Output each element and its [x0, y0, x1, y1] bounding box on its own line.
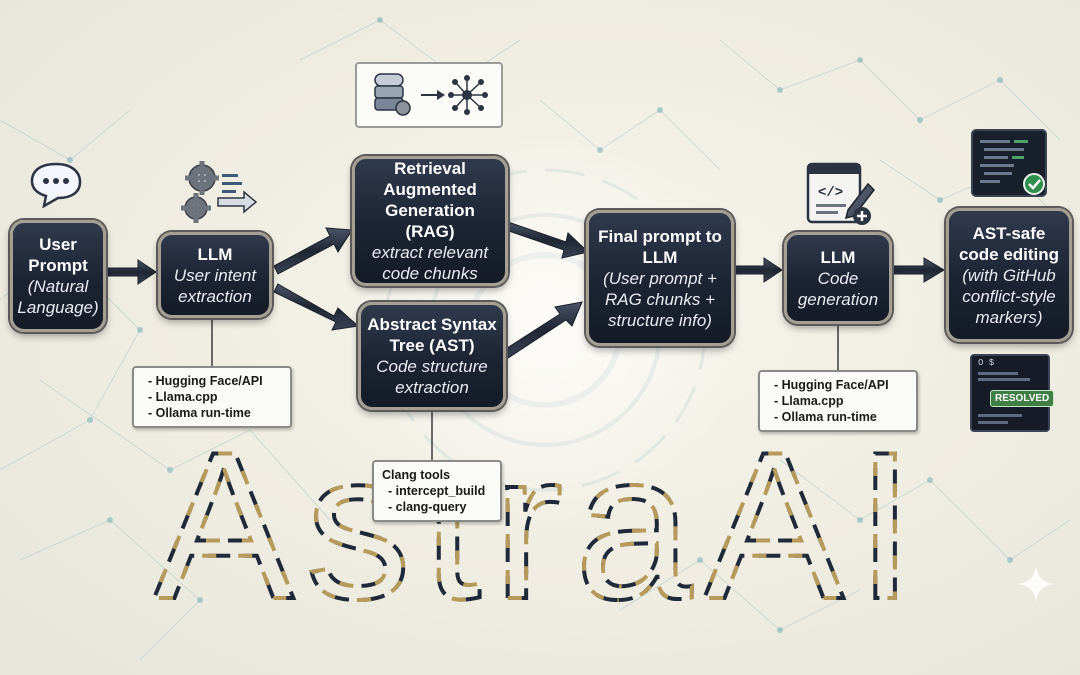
note-llm-backends-codegen: Hugging Face/API Llama.cpp Ollama run-ti…	[758, 370, 918, 432]
code-editor-check-icon	[971, 129, 1047, 197]
note-item: Llama.cpp	[768, 393, 908, 409]
node-subtitle: (Natural Language)	[17, 277, 99, 317]
node-title: Final prompt to LLM	[598, 226, 722, 267]
note-heading: Clang tools	[382, 468, 451, 482]
node-rag: Retrieval Augmented Generation (RAG) ext…	[352, 156, 508, 286]
database-to-network-icon	[374, 73, 488, 116]
node-subtitle: Code generation	[797, 268, 879, 309]
code-edit-icon: </>	[806, 162, 875, 225]
flow-arrows	[107, 221, 945, 359]
resolved-badge: RESOLVED	[990, 390, 1055, 407]
node-user-prompt: User Prompt (Natural Language)	[10, 220, 106, 332]
note-item: Hugging Face/API	[142, 373, 282, 389]
node-title: LLM	[197, 244, 233, 264]
note-llm-backends-intent: Hugging Face/API Llama.cpp Ollama run-ti…	[132, 366, 292, 428]
astraai-title-text: AstraAI	[154, 408, 927, 643]
gears-arrow-icon	[181, 161, 258, 223]
node-title: Abstract Syntax Tree (AST)	[367, 315, 497, 355]
node-title: Retrieval Augmented Generation (RAG)	[383, 159, 477, 241]
node-title: AST-safe code editing	[958, 223, 1060, 264]
node-subtitle: (User prompt + RAG chunks + structure in…	[603, 268, 717, 330]
note-clang-tools: Clang tools intercept_build clang-query	[372, 460, 502, 522]
svg-text:</>: </>	[818, 185, 843, 201]
note-item: Llama.cpp	[142, 389, 282, 405]
chat-bubble-icon	[30, 162, 82, 208]
node-final-prompt: Final prompt to LLM (User prompt + RAG c…	[586, 210, 734, 346]
sparkle-icon	[1018, 566, 1054, 602]
node-subtitle: extract relevant code chunks	[371, 243, 489, 283]
node-subtitle: User intent extraction	[173, 265, 257, 306]
node-subtitle: (with GitHub conflict-style markers)	[962, 265, 1056, 327]
node-llm-codegen: LLM Code generation	[784, 232, 892, 324]
note-item: Ollama run-time	[768, 409, 908, 425]
note-item: clang-query	[382, 499, 492, 515]
note-item: Hugging Face/API	[768, 377, 908, 393]
terminal-prompt: O $	[978, 358, 995, 368]
node-title: LLM	[820, 247, 856, 267]
node-title: User Prompt	[28, 235, 88, 275]
astraai-title-text-gold: AstraAI	[154, 408, 927, 643]
node-ast: Abstract Syntax Tree (AST) Code structur…	[358, 302, 506, 410]
node-ast-safe-editing: AST-safe code editing (with GitHub confl…	[946, 208, 1072, 342]
rag-icon-box	[355, 62, 503, 128]
note-item: Ollama run-time	[142, 405, 282, 421]
terminal-resolved-icon: O $ RESOLVED	[970, 354, 1055, 432]
note-item: intercept_build	[382, 483, 492, 499]
node-llm-intent: LLM User intent extraction	[158, 232, 272, 318]
node-subtitle: Code structure extraction	[376, 357, 488, 397]
